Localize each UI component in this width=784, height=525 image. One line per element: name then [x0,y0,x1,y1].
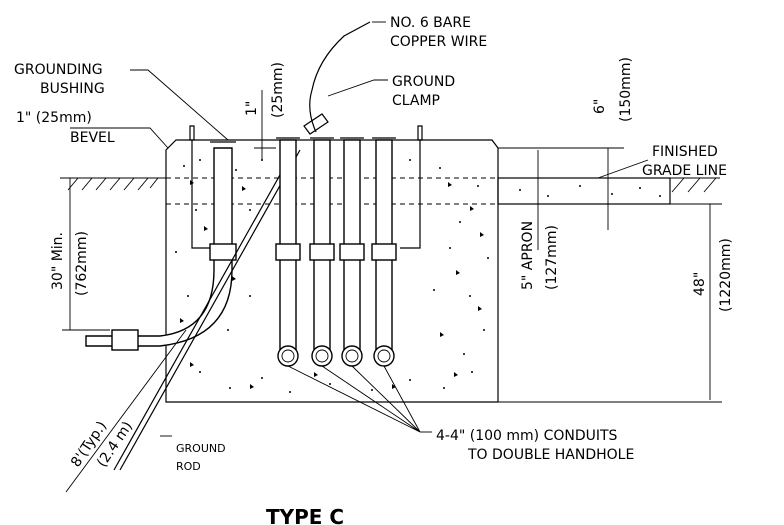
left-conduit [85,141,237,351]
dim-762mm: (762mm) [74,231,90,296]
anchor-bolt-right [400,125,423,249]
conduits-label-2: TO DOUBLE HANDHOLE [467,447,634,463]
finished-grade-label-1: FINISHED [652,144,718,160]
ground-clamp-label-1: GROUND [392,74,455,90]
dim-1220mm: (1220mm) [718,238,734,312]
grounding-bushing-label-2: BUSHING [40,81,105,97]
anchor-bolt-left [189,125,210,249]
bevel-label-1: 1" (25mm) [16,110,92,126]
concrete-apron [497,177,671,205]
conduits-label-1: 4-4" (100 mm) CONDUITS [436,428,618,444]
ground-rod-label-1: GROUND [176,442,226,455]
dim-1-inch: 1" [244,101,260,116]
grounding-bushing-label-1: GROUNDING [14,62,103,78]
ground-clamp [303,113,329,135]
ground-rod-label-2: ROD [176,460,201,473]
dim-6-inch: 6" [592,99,608,114]
conduit-3 [339,137,365,367]
ground-rod-edge [113,149,295,471]
copper-wire [309,21,371,133]
conduit-4 [371,137,397,367]
dim-30-min: 30" Min. [50,232,66,290]
copper-wire-label-1: NO. 6 BARE [390,15,471,31]
earth-hatch-right [668,177,720,193]
earth-hatch-left [60,177,166,191]
bevel-label-2: BEVEL [70,130,115,146]
drawing-title: TYPE C [266,505,344,525]
leader-lines [70,21,649,437]
ground-rod [119,149,301,471]
dim-150mm: (150mm) [618,57,634,122]
ground-clamp-label-2: CLAMP [392,93,440,109]
dim-127mm: (127mm) [544,225,560,290]
dim-5-apron: 5" APRON [520,221,536,290]
dimension-lines [62,90,722,493]
conduit-1 [275,137,301,367]
dim-25mm: (25mm) [270,62,286,118]
conduit-2 [309,137,335,367]
finished-grade-label-2: GRADE LINE [642,163,727,179]
copper-wire-label-2: COPPER WIRE [390,34,487,50]
dim-48-inch: 48" [692,272,708,296]
